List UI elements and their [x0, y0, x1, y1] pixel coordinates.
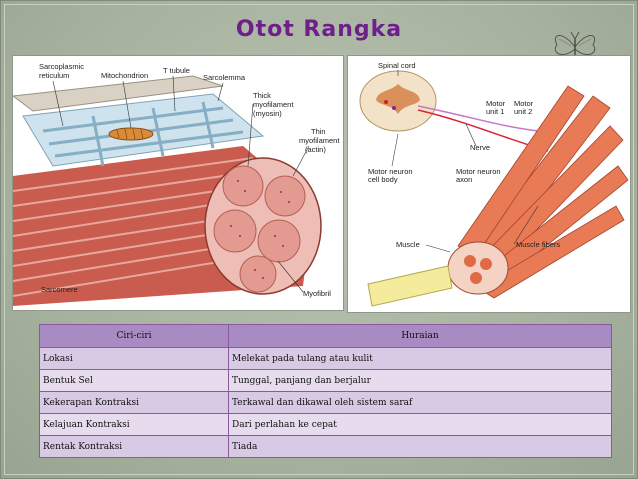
label-spinal-cord: Spinal cord — [378, 61, 416, 70]
muscle-fiber-illustration: Sarcoplasmic reticulum Mitochondrion T t… — [11, 55, 344, 311]
label-thick-1: Thick — [253, 91, 271, 100]
label-thick-3: (myosin) — [253, 109, 282, 118]
characteristics-table: Ciri-ciri Huraian Lokasi Melekat pada tu… — [39, 324, 612, 458]
label-sarcolemma: Sarcolemma — [203, 73, 246, 82]
cell-ciri: Kelajuan Kontraksi — [39, 413, 229, 436]
table-row: Kekerapan Kontraksi Terkawal dan dikawal… — [39, 391, 612, 414]
header-ciri: Ciri-ciri — [39, 324, 229, 348]
label-thick-2: myofilament — [253, 100, 294, 109]
label-motor-unit1-a: Motor — [486, 99, 506, 108]
butterfly-icon — [554, 31, 596, 57]
cell-huraian: Tiada — [228, 435, 612, 458]
label-thin-3: (actin) — [305, 145, 326, 154]
table-row: Bentuk Sel Tunggal, panjang dan berjalur — [39, 369, 612, 392]
label-motor-unit2-b: unit 2 — [514, 107, 532, 116]
motor-unit-illustration: Spinal cord Motor unit 1 Motor unit 2 Ne… — [347, 55, 631, 313]
slide-title: Otot Rangka — [235, 17, 403, 42]
label-mn-axon-1: Motor neuron — [456, 167, 501, 176]
cell-huraian: Dari perlahan ke cepat — [228, 413, 612, 436]
motor-unit-drawing: Spinal cord Motor unit 1 Motor unit 2 Ne… — [359, 61, 629, 307]
label-muscle: Muscle — [396, 240, 420, 249]
label-sarcomere: Sarcomere — [41, 285, 78, 294]
label-sarcoplasmic: Sarcoplasmic — [39, 62, 84, 71]
label-mitochondrion: Mitochondrion — [101, 71, 148, 80]
table-row: Rentak Kontraksi Tiada — [39, 435, 612, 458]
table-row: Kelajuan Kontraksi Dari perlahan ke cepa… — [39, 413, 612, 436]
header-huraian: Huraian — [228, 324, 612, 348]
label-nerve: Nerve — [470, 143, 490, 152]
slide-frame — [4, 4, 634, 475]
muscle-fiber-drawing: Sarcoplasmic reticulum Mitochondrion T t… — [11, 62, 340, 306]
label-mn-cell-1: Motor neuron — [368, 167, 413, 176]
label-muscle-fibers: Muscle fibers — [516, 240, 560, 249]
label-motor-unit1-b: unit 1 — [486, 107, 504, 116]
label-motor-unit2-a: Motor — [514, 99, 534, 108]
cell-huraian: Terkawal dan dikawal oleh sistem saraf — [228, 391, 612, 414]
cell-huraian: Melekat pada tulang atau kulit — [228, 347, 612, 370]
label-reticulum: reticulum — [39, 71, 69, 80]
cell-ciri: Rentak Kontraksi — [39, 435, 229, 458]
label-mn-cell-2: cell body — [368, 175, 398, 184]
label-mn-axon-2: axon — [456, 175, 472, 184]
label-thin-2: myofilament — [299, 136, 340, 145]
label-myofibril: Myofibril — [303, 289, 331, 298]
table-row: Lokasi Melekat pada tulang atau kulit — [39, 347, 612, 370]
label-t-tubule: T tubule — [163, 66, 190, 75]
cell-ciri: Kekerapan Kontraksi — [39, 391, 229, 414]
cell-ciri: Bentuk Sel — [39, 369, 229, 392]
table-header-row: Ciri-ciri Huraian — [39, 324, 612, 348]
label-thin-1: Thin — [311, 127, 326, 136]
cell-ciri: Lokasi — [39, 347, 229, 370]
cell-huraian: Tunggal, panjang dan berjalur — [228, 369, 612, 392]
